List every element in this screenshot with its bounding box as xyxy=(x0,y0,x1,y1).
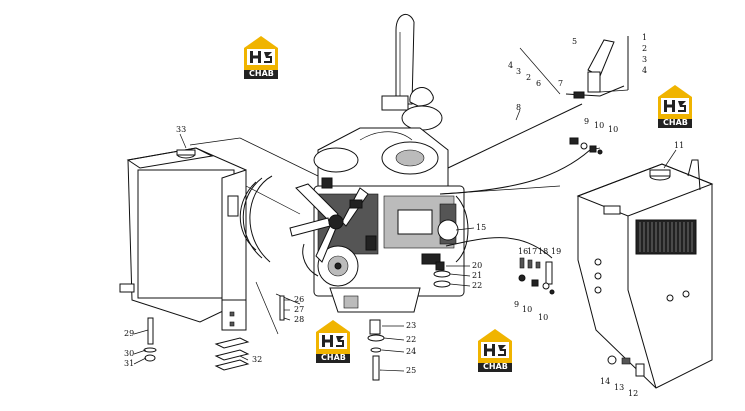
callout-3b: 3 xyxy=(516,67,521,76)
callout-20: 20 xyxy=(472,261,482,270)
callout-31: 31 xyxy=(124,359,134,368)
callout-3: 3 xyxy=(642,55,647,64)
callout-10d: 10 xyxy=(538,313,548,322)
callout-25: 25 xyxy=(406,366,416,375)
fittings-bottom xyxy=(607,355,645,377)
callout-21: 21 xyxy=(472,271,482,280)
callout-10a: 10 xyxy=(594,121,604,130)
callout-23: 23 xyxy=(406,321,416,330)
engine-mounts xyxy=(367,261,451,381)
logo-text: CHAB xyxy=(663,118,688,127)
logo-text: CHAB xyxy=(483,362,508,371)
callout-4: 4 xyxy=(642,66,647,75)
fittings-mid xyxy=(518,257,555,295)
callout-5: 5 xyxy=(572,37,577,46)
callout-17: 17 xyxy=(527,247,537,256)
callout-1: 1 xyxy=(642,33,647,42)
logo-watermark: CHAB xyxy=(316,320,350,363)
callout-14: 14 xyxy=(600,377,610,386)
callout-19: 19 xyxy=(551,247,561,256)
callout-12: 12 xyxy=(628,389,638,398)
callout-26: 26 xyxy=(294,295,304,304)
callout-10b: 10 xyxy=(608,125,618,134)
callout-7: 7 xyxy=(558,79,563,88)
callout-15: 15 xyxy=(476,223,486,232)
throttle-pedal xyxy=(519,36,629,99)
logo-watermark: CHAB xyxy=(658,85,692,128)
fan-shroud xyxy=(239,175,273,263)
leader-lines xyxy=(189,103,601,335)
callout-24: 24 xyxy=(406,347,416,356)
callout-11: 11 xyxy=(674,141,684,150)
callout-labels: 1 2 3 4 5 4 3 2 6 7 8 9 10 10 11 33 15 1… xyxy=(124,33,684,398)
callout-10c: 10 xyxy=(522,305,532,314)
callout-9b: 9 xyxy=(514,300,519,309)
callout-16: 16 xyxy=(518,247,528,256)
fuel-tank xyxy=(576,159,714,389)
callout-4b: 4 xyxy=(508,61,513,70)
logo-text: CHAB xyxy=(249,69,274,78)
callout-2b: 2 xyxy=(526,73,531,82)
callout-8: 8 xyxy=(516,103,521,112)
callout-30: 30 xyxy=(124,349,134,358)
radiator xyxy=(119,147,247,331)
logo-watermark: CHAB xyxy=(244,36,278,79)
callout-9a: 9 xyxy=(584,117,589,126)
callout-2: 2 xyxy=(642,44,647,53)
callout-28: 28 xyxy=(294,315,304,324)
callout-13: 13 xyxy=(614,383,624,392)
engine xyxy=(289,14,469,313)
callout-18: 18 xyxy=(538,247,548,256)
logo-watermark: CHAB xyxy=(478,329,512,372)
callout-29: 29 xyxy=(124,329,134,338)
logo-text: CHAB xyxy=(321,353,346,362)
callout-27: 27 xyxy=(294,305,304,314)
callout-32: 32 xyxy=(252,355,262,364)
callout-leaders xyxy=(133,109,677,372)
callout-33: 33 xyxy=(176,125,186,134)
callout-22b: 22 xyxy=(406,335,416,344)
callout-22a: 22 xyxy=(472,281,482,290)
fittings-top xyxy=(569,137,603,155)
callout-6: 6 xyxy=(536,79,541,88)
bolts-left xyxy=(143,295,285,371)
